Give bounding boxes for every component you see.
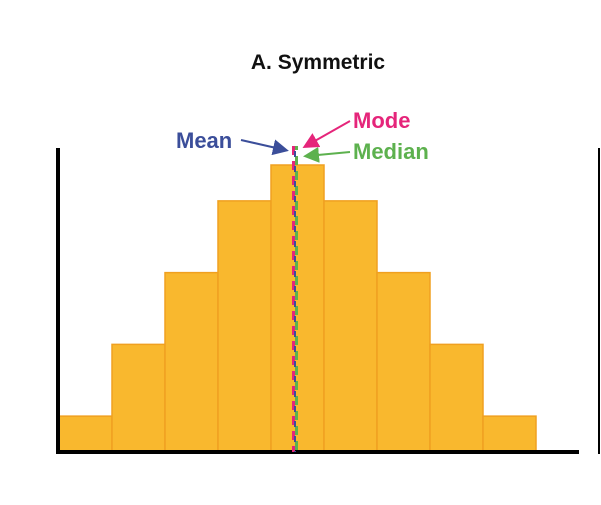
mode-label: Mode	[353, 108, 410, 133]
histogram-bar-8	[429, 343, 484, 453]
histogram-bar-4	[217, 200, 272, 453]
center-lines-group	[292, 146, 298, 452]
mean-label: Mean	[176, 128, 232, 153]
histogram-bar-2	[111, 343, 166, 453]
median-label: Median	[353, 139, 429, 164]
histogram-bar-3	[164, 271, 219, 453]
mode-arrow	[302, 120, 351, 148]
histogram-bar-1	[58, 415, 113, 453]
histogram-bar-6	[323, 200, 378, 453]
mean-arrow	[240, 139, 289, 156]
chart-title: A. Symmetric	[251, 51, 386, 74]
median-arrow	[303, 146, 351, 163]
histogram-bar-7	[376, 271, 431, 453]
histogram-bar-9	[482, 415, 537, 453]
bars-group	[58, 164, 537, 453]
